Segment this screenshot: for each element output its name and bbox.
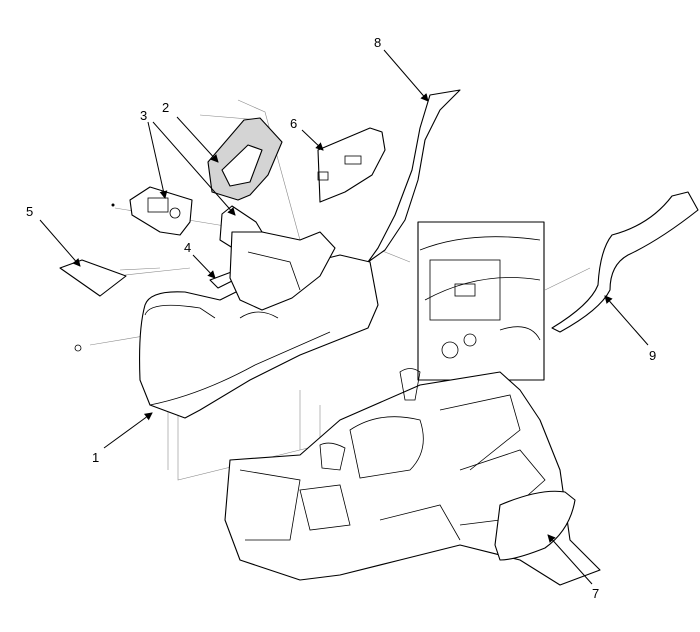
part-2-bezel xyxy=(207,117,283,201)
leader-4 xyxy=(192,254,216,279)
leader-lines xyxy=(39,49,649,585)
leader-1 xyxy=(103,412,153,449)
leader-8 xyxy=(383,49,429,102)
leader-7 xyxy=(547,534,593,585)
dashboard-inset xyxy=(417,221,545,381)
callout-2: 2 xyxy=(162,100,169,115)
callout-6: 6 xyxy=(290,116,297,131)
callout-7: 7 xyxy=(592,586,599,601)
part-3-bracket xyxy=(111,186,193,236)
part-9-side-trim xyxy=(551,191,699,333)
leader-3a xyxy=(147,121,168,199)
leader-3b xyxy=(152,121,236,216)
part-5-mat xyxy=(59,259,127,297)
callout-5: 5 xyxy=(26,204,33,219)
leader-5 xyxy=(39,219,81,267)
leader-9 xyxy=(604,295,649,346)
callout-4: 4 xyxy=(184,240,191,255)
callout-labels: 1 2 3 4 5 6 7 8 9 xyxy=(26,35,656,601)
callout-3: 3 xyxy=(140,108,147,123)
part-6-cover xyxy=(317,127,386,203)
part-1-console xyxy=(74,231,379,419)
callout-9: 9 xyxy=(649,348,656,363)
part-7-side-cover xyxy=(494,490,576,561)
part-8-pillar-trim xyxy=(367,89,461,263)
leader-6 xyxy=(301,129,324,151)
callout-8: 8 xyxy=(374,35,381,50)
callout-1: 1 xyxy=(92,450,99,465)
leader-2 xyxy=(176,116,219,163)
floor-chassis xyxy=(224,368,601,586)
